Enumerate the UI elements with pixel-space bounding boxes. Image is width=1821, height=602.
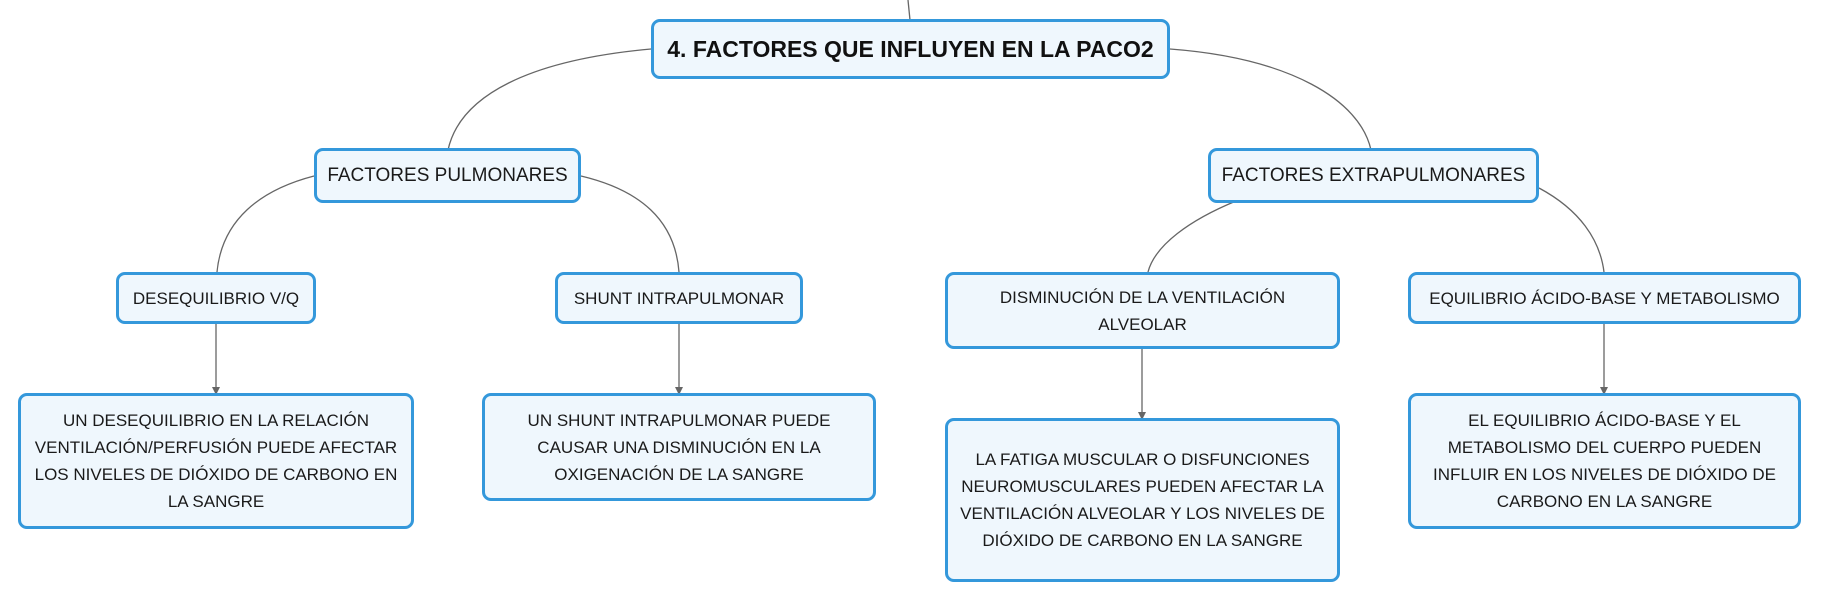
detail-disminucion-ventilacion[interactable]: LA FATIGA MUSCULAR O DISFUNCIONES NEUROM… — [945, 418, 1340, 582]
root-label: 4. FACTORES QUE INFLUYEN EN LA PACO2 — [667, 35, 1154, 62]
connector-pulmonares-to-shunt — [580, 175, 680, 273]
node-factores-pulmonares-label: FACTORES PULMONARES — [327, 165, 568, 186]
detail-shunt-intrapulmonar[interactable]: UN SHUNT INTRAPULMONAR PUEDE CAUSAR UNA … — [482, 393, 876, 501]
detail-desequilibrio-vq-text: UN DESEQUILIBRIO EN LA RELACIÓN VENTILAC… — [34, 411, 398, 511]
detail-shunt-intrapulmonar-text: UN SHUNT INTRAPULMONAR PUEDE CAUSAR UNA … — [527, 410, 831, 484]
node-factores-extrapulmonares[interactable]: FACTORES EXTRAPULMONARES — [1208, 148, 1539, 203]
connector-root-to-extrapulmonares — [1169, 48, 1372, 151]
node-desequilibrio-vq-label: DESEQUILIBRIO V/Q — [132, 288, 300, 308]
connector-parent-to-root — [907, 0, 911, 21]
node-equilibrio-acido-base[interactable]: EQUILIBRIO ÁCIDO-BASE Y METABOLISMO — [1408, 272, 1801, 324]
node-disminucion-ventilacion[interactable]: DISMINUCIÓN DE LA VENTILACIÓN ALVEOLAR — [945, 272, 1340, 349]
node-shunt-intrapulmonar[interactable]: SHUNT INTRAPULMONAR — [555, 272, 803, 324]
detail-desequilibrio-vq[interactable]: UN DESEQUILIBRIO EN LA RELACIÓN VENTILAC… — [18, 393, 414, 529]
node-disminucion-ventilacion-label: DISMINUCIÓN DE LA VENTILACIÓN ALVEOLAR — [999, 287, 1286, 334]
node-factores-extrapulmonares-label: FACTORES EXTRAPULMONARES — [1221, 165, 1526, 186]
connector-root-to-pulmonares — [447, 48, 652, 151]
connector-extrapulmonares-to-equilibrio — [1538, 187, 1605, 273]
detail-disminucion-ventilacion-text: LA FATIGA MUSCULAR O DISFUNCIONES NEUROM… — [960, 450, 1325, 550]
node-equilibrio-acido-base-label: EQUILIBRIO ÁCIDO-BASE Y METABOLISMO — [1429, 288, 1780, 308]
connector-extrapulmonares-to-ventilacion — [1147, 200, 1237, 273]
detail-equilibrio-acido-base-text: EL EQUILIBRIO ÁCIDO-BASE Y EL METABOLISM… — [1433, 411, 1776, 511]
detail-equilibrio-acido-base[interactable]: EL EQUILIBRIO ÁCIDO-BASE Y EL METABOLISM… — [1408, 393, 1801, 529]
node-desequilibrio-vq[interactable]: DESEQUILIBRIO V/Q — [116, 272, 316, 324]
connector-pulmonares-to-vq — [216, 175, 315, 273]
node-factores-pulmonares[interactable]: FACTORES PULMONARES — [314, 148, 581, 203]
root-node[interactable]: 4. FACTORES QUE INFLUYEN EN LA PACO2 — [651, 19, 1170, 79]
node-shunt-intrapulmonar-label: SHUNT INTRAPULMONAR — [573, 288, 785, 308]
